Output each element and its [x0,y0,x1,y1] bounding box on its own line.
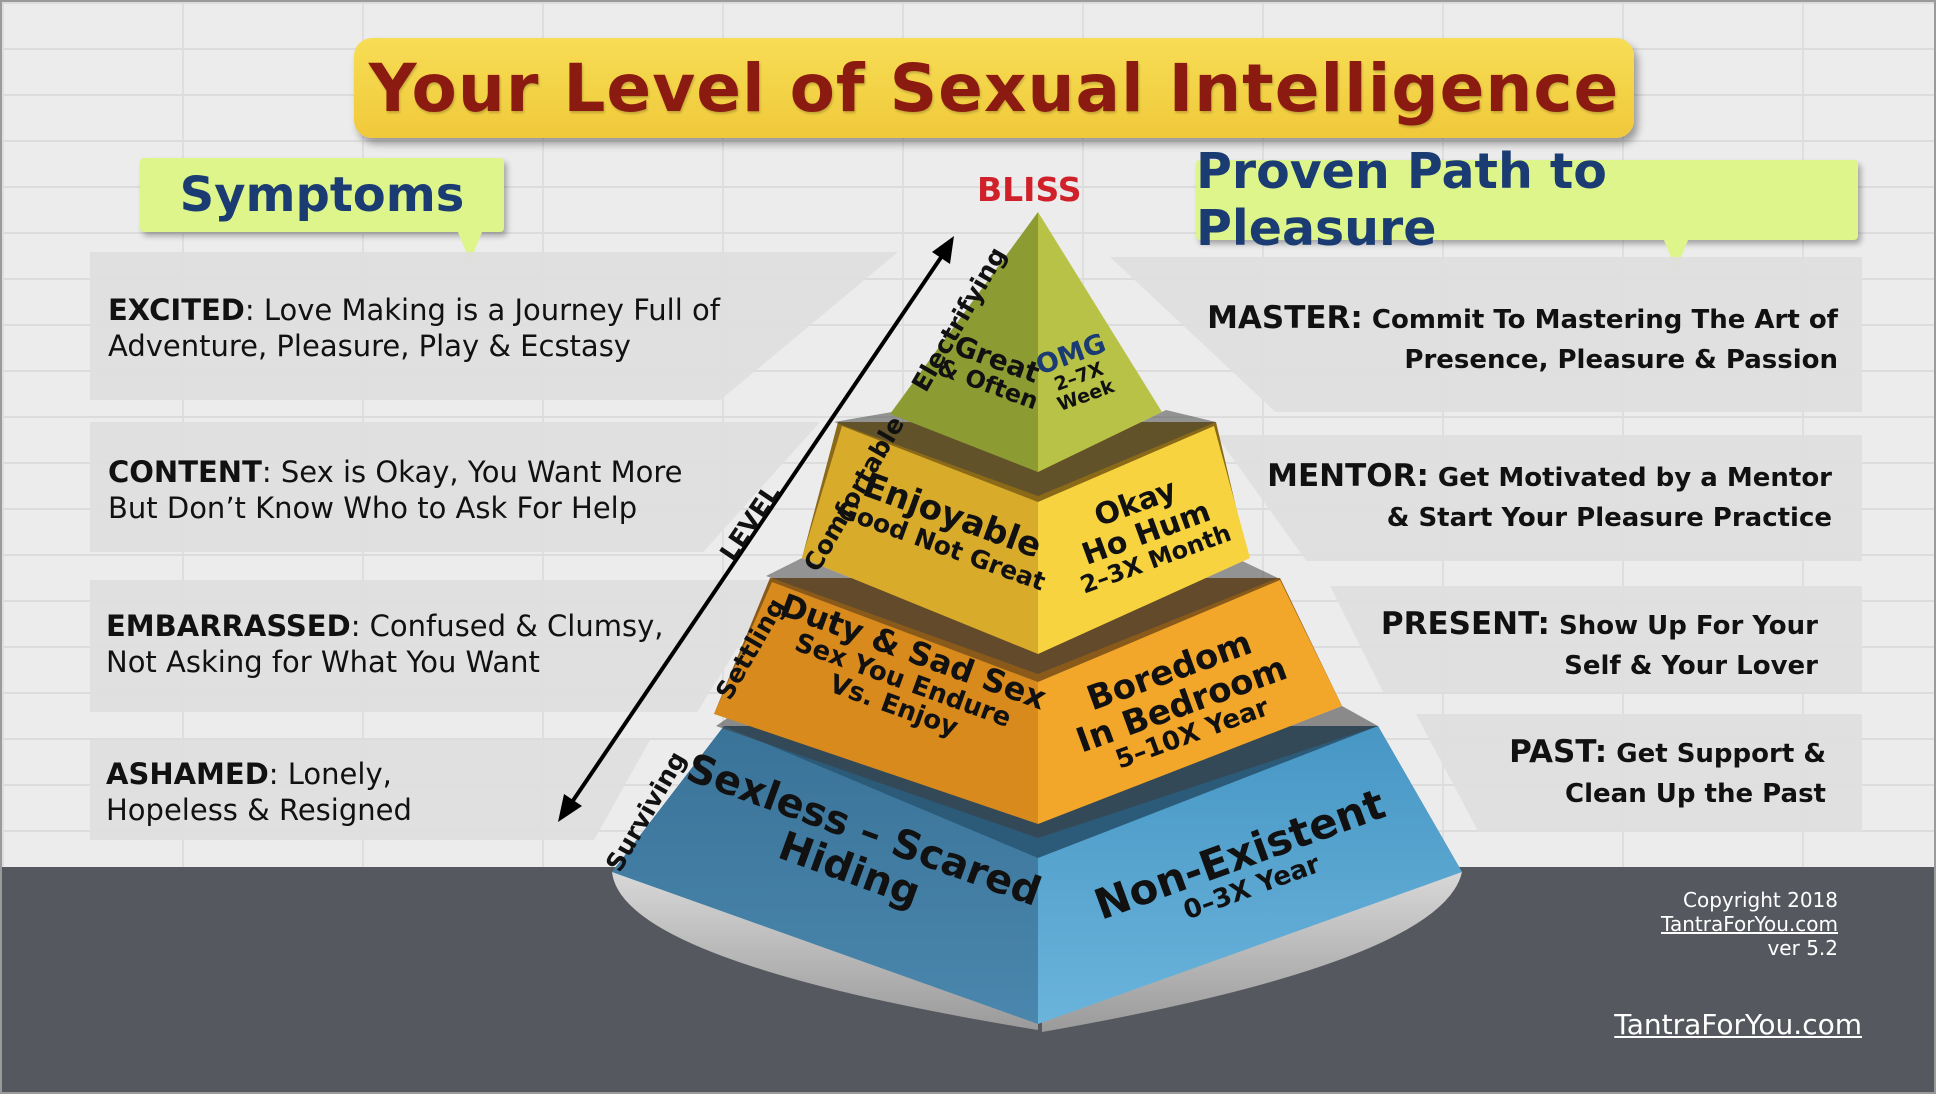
path-desc-2: Clean Up the Past [1565,779,1826,809]
tier1-right-face [1038,212,1162,472]
version-label: ver 5.2 [1767,936,1838,960]
symptom-desc: : Lonely, [268,757,392,791]
tier3-left-face [714,582,1038,824]
symptom-desc-2: Hopeless & Resigned [106,793,412,827]
path-desc: Get Motivated by a Mentor [1428,463,1832,493]
symptom-desc: : Confused & Clumsy, [350,609,664,643]
path-desc-2: Self & Your Lover [1564,651,1818,681]
tier1-left-face [890,212,1038,472]
symptom-key: ASHAMED [106,757,269,791]
path-desc-2: & Start Your Pleasure Practice [1386,503,1832,533]
symptoms-callout: Symptoms [140,158,504,262]
path-desc: Get Support & [1607,739,1826,769]
path-present: PRESENT: Show Up For Your Self & Your Lo… [1381,604,1818,686]
path-band-mentor [1216,435,1862,561]
symptom-key: EXCITED [108,293,245,327]
path-past: PAST: Get Support & Clean Up the Past [1509,732,1826,814]
tier3-right-face [1038,580,1342,824]
symptom-ashamed: ASHAMED: Lonely, Hopeless & Resigned [106,756,412,828]
page-title: Your Level of Sexual Intelligence [368,49,1620,127]
bliss-label: BLISS [977,170,1082,209]
copyright-line: Copyright 2018 [1683,888,1838,912]
path-heading: Proven Path to Pleasure [1196,143,1607,257]
symptom-band-content [90,422,820,552]
base-right [1042,872,1462,1032]
path-band-past [1416,714,1862,832]
path-master: MASTER: Commit To Mastering The Art of P… [1207,298,1838,380]
path-key: MENTOR: [1267,458,1429,494]
symptom-content: CONTENT: Sex is Okay, You Want More But … [108,454,683,526]
symptom-excited: EXCITED: Love Making is a Journey Full o… [108,292,720,364]
level-arrow-head-up [932,236,954,264]
path-desc: Show Up For Your [1549,611,1818,641]
base-left [612,872,1038,1030]
path-key: PRESENT: [1380,606,1550,642]
symptom-band-embarrassed [90,580,780,712]
copyright-block: Copyright 2018 TantraForYou.com ver 5.2 [1661,888,1838,960]
symptom-key: EMBARRASSED [106,609,351,643]
symptom-desc: : Sex is Okay, You Want More [261,455,683,489]
tier2-right-face [1038,426,1250,654]
symptom-desc-2: Adventure, Pleasure, Play & Ecstasy [108,329,631,363]
path-key: MASTER: [1207,300,1363,336]
symptom-embarrassed: EMBARRASSED: Confused & Clumsy, Not Aski… [106,608,663,680]
symptom-key: CONTENT [108,455,262,489]
tier2-shadow [834,410,1216,496]
path-desc: Commit To Mastering The Art of [1362,305,1838,335]
path-callout: Proven Path to Pleasure [1196,143,1858,270]
symptom-desc: : Love Making is a Journey Full of [244,293,720,327]
level-arrow-head-down [558,794,582,822]
tier2-left-face [802,426,1038,654]
tier4-shadow [716,706,1378,838]
tier4-left-face [612,726,1038,1024]
symptom-band-ashamed [90,740,650,840]
path-key: PAST: [1509,734,1608,770]
path-desc-2: Presence, Pleasure & Passion [1404,345,1838,375]
path-mentor: MENTOR: Get Motivated by a Mentor & Star… [1267,456,1832,538]
symptom-desc-2: But Don’t Know Who to Ask For Help [108,491,638,525]
copyright-site-link[interactable]: TantraForYou.com [1661,912,1838,936]
tier3-shadow [766,558,1278,674]
footer-site-link[interactable]: TantraForYou.com [1614,1008,1862,1041]
tier4-right-face [1038,726,1462,1024]
path-band-present [1330,586,1862,692]
level-arrow-line [566,248,948,810]
title-banner: Your Level of Sexual Intelligence [354,38,1634,138]
symptom-desc-2: Not Asking for What You Want [106,645,540,679]
symptoms-heading: Symptoms [179,167,465,223]
